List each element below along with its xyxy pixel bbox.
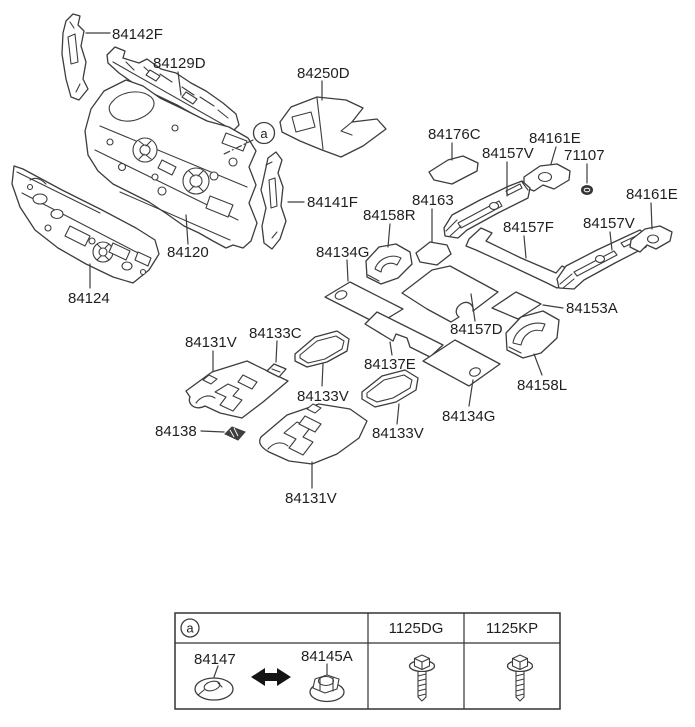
part-84158r-pad (365, 243, 413, 285)
legend-part-84145a: 84145A (301, 648, 353, 665)
legend-marker-circle (180, 618, 200, 638)
part-84137e-strip (364, 311, 444, 358)
callout-84141f: 84141F (307, 194, 358, 211)
part-84133c-clip (266, 363, 287, 378)
part-84134g-pad-right (422, 339, 501, 387)
callout-84133v-lower: 84133V (372, 425, 424, 442)
part-84142f-bracket (61, 13, 89, 101)
assembly-marker-letter: a (260, 126, 268, 141)
part-84161e-pad-top (523, 163, 571, 192)
callout-84134g-left: 84134G (316, 244, 369, 261)
part-84141f-bracket (260, 151, 287, 250)
callout-84137e: 84137E (364, 356, 416, 373)
part-84133v-pad-lower (361, 369, 419, 408)
legend-table: a 1125DG 1125KP 84147 84145A (174, 612, 561, 710)
callout-71107: 71107 (564, 147, 605, 164)
callout-84131v-lower: 84131V (285, 490, 337, 507)
part-84124-insulator-pad (11, 165, 160, 284)
callout-84161e-right: 84161E (626, 186, 678, 203)
part-84153a-pad (491, 291, 542, 320)
callout-84134g-right: 84134G (442, 408, 495, 425)
part-84129d-cowl-bar (106, 46, 240, 134)
nut-icon (309, 674, 345, 703)
callout-84124: 84124 (68, 290, 110, 307)
part-84250d-pad (279, 96, 387, 158)
part-84158l-pad (505, 310, 560, 359)
part-84157f-strip (465, 227, 573, 289)
callout-84157v-left: 84157V (482, 145, 534, 162)
assembly-marker: a (223, 121, 276, 155)
callout-84120: 84120 (167, 244, 209, 261)
part-84131v-pad-lower (259, 403, 368, 465)
callout-84157v-right: 84157V (583, 215, 635, 232)
grommet-icon (194, 677, 234, 701)
bolt-icon (506, 654, 534, 702)
part-84138-clip (224, 426, 246, 441)
part-84120-dash-panel (84, 79, 258, 249)
callout-84131v-upper: 84131V (185, 334, 237, 351)
callout-84157d: 84157D (450, 321, 503, 338)
part-84133v-pad-upper (294, 330, 350, 368)
callout-84133c: 84133C (249, 325, 302, 342)
callout-84250d: 84250D (297, 65, 350, 82)
part-84131v-pad-upper (185, 360, 289, 419)
callout-84161e-top: 84161E (529, 130, 581, 147)
callout-84129d: 84129D (153, 55, 206, 72)
legend-col-1125kp: 1125KP (486, 620, 538, 637)
part-84157d-pad (401, 265, 499, 323)
leader-lines (85, 32, 653, 489)
part-84157v-pad-left (443, 180, 531, 239)
part-84176c-pad (428, 155, 479, 185)
legend-part-84147: 84147 (194, 651, 236, 668)
callout-labels: 84142F 84129D 84250D 84176C 84157V 84161… (68, 26, 678, 507)
callout-84163: 84163 (412, 192, 454, 209)
callout-84142f: 84142F (112, 26, 163, 43)
callout-84176c: 84176C (428, 126, 481, 143)
part-84134g-pad-left (324, 281, 404, 325)
callout-84158l: 84158L (517, 377, 567, 394)
callout-84133v-upper: 84133V (297, 388, 349, 405)
callout-84153a: 84153A (566, 300, 618, 317)
legend-col-1125dg: 1125DG (389, 620, 444, 637)
legend-marker-letter: a (186, 621, 194, 636)
part-84163-pad (415, 241, 452, 266)
callout-84157f: 84157F (503, 219, 554, 236)
assembly-marker-circle (252, 121, 276, 145)
part-71107-fastener (581, 185, 593, 195)
interchange-arrow-icon (251, 668, 291, 686)
part-84161e-pad-right (629, 225, 673, 253)
bolt-icon (408, 654, 436, 702)
callout-84158r: 84158R (363, 207, 416, 224)
callout-84138: 84138 (155, 423, 197, 440)
